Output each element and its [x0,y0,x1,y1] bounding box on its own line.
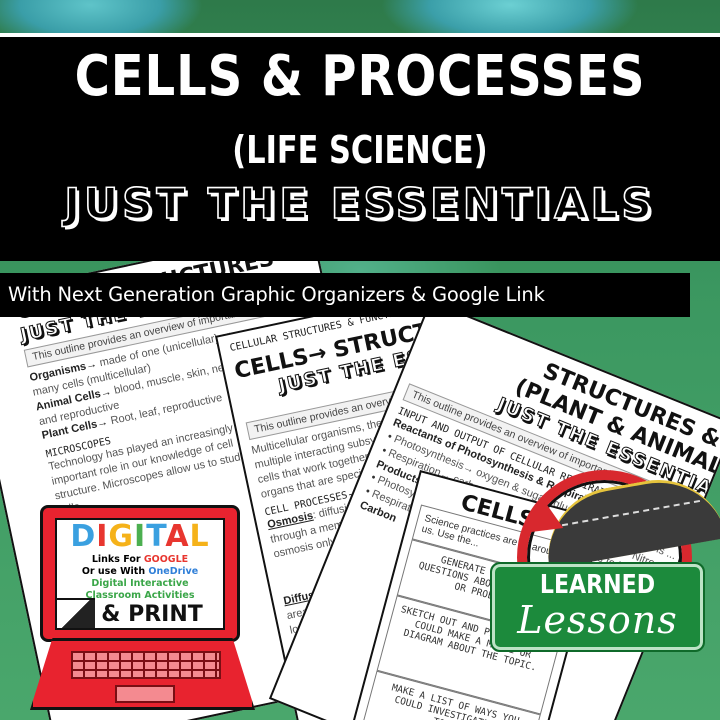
digital-print-laptop-badge: DIGITAL Links For GOOGLE Or use With One… [30,505,275,715]
interactive-line: Digital Interactive [91,578,189,589]
digital-letter: A [165,519,190,554]
logo-sign: LEARNED Lessons [490,562,705,652]
learned-lessons-logo: LEARNED Lessons [482,468,720,720]
trackpad-icon [115,685,175,703]
digital-letter: I [134,519,147,554]
subtitle-band: With Next Generation Graphic Organizers … [0,273,690,317]
print-label: & PRINT [101,602,203,627]
digital-letter: I [96,519,109,554]
page-title-subject: (LIFE SCIENCE) [232,128,488,172]
laptop-screen-frame: DIGITAL Links For GOOGLE Or use With One… [40,505,240,642]
laptop-screen: DIGITAL Links For GOOGLE Or use With One… [55,518,225,630]
line-prefix: Links For [91,554,144,565]
page-title-tagline: JUST THE ESSENTIALS [64,179,656,228]
digital-letter: T [146,519,166,554]
google-link-line: Links For GOOGLE [57,554,223,566]
digital-word: DIGITAL [57,520,223,554]
title-banner: CELLS & PROCESSES (LIFE SCIENCE) JUST TH… [0,37,720,261]
logo-text-lessons: Lessons [517,598,678,642]
google-label: GOOGLE [143,554,189,565]
onedrive-line: Or use With OneDrive [57,566,223,578]
logo-text-learned: LEARNED [539,570,656,600]
laptop-keyboard-base [30,638,255,710]
activities-line: Classroom Activities [85,590,195,601]
top-divider [0,33,720,37]
digital-letter: G [108,519,135,554]
page-title: CELLS & PROCESSES [74,44,646,109]
digital-letter: D [70,519,97,554]
keyboard-icon [71,651,221,679]
page-curl-icon [57,598,95,628]
onedrive-label: OneDrive [148,566,199,577]
line-prefix: Or use With [81,566,149,577]
digital-letter: L [189,519,210,554]
